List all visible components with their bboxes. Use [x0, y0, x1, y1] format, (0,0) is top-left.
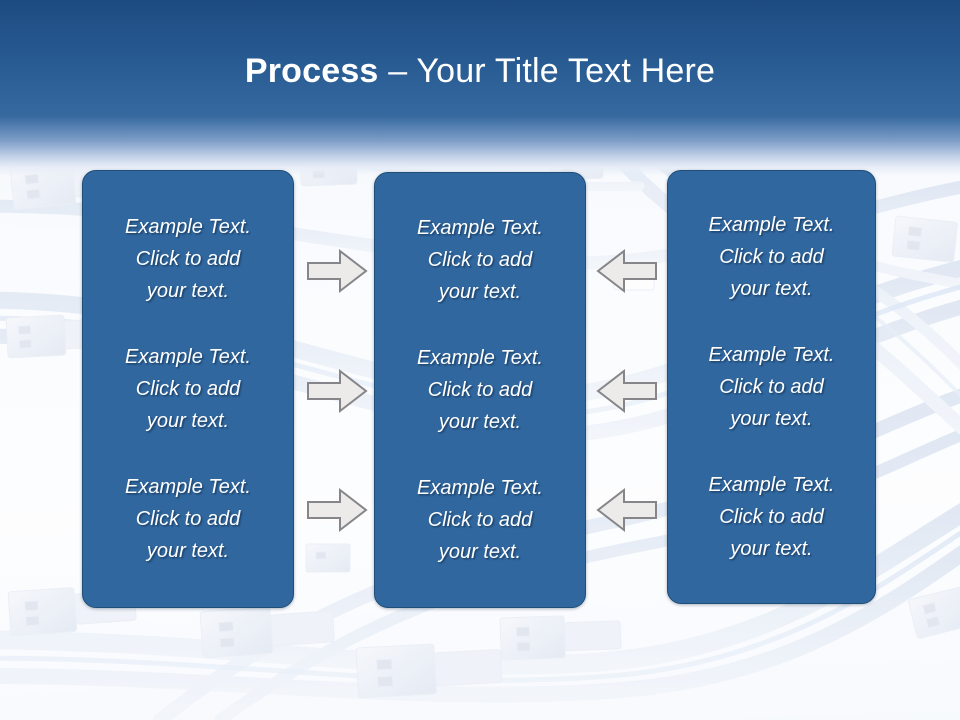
process-text-block[interactable]: Example Text. Click to add your text. [417, 477, 543, 563]
arrow-right-icon[interactable] [306, 248, 368, 294]
page-title-bold: Process [244, 52, 379, 90]
process-text-block[interactable]: Example Text. Click to add your text. [417, 347, 543, 433]
process-box-right[interactable]: Example Text. Click to add your text. Ex… [667, 170, 876, 604]
page-title: Process – Your Title Text Here [0, 50, 960, 92]
process-box-left[interactable]: Example Text. Click to add your text. Ex… [82, 170, 294, 608]
process-text-block[interactable]: Example Text. Click to add your text. [125, 476, 251, 562]
process-text-block[interactable]: Example Text. Click to add your text. [708, 214, 835, 300]
process-text-block[interactable]: Example Text. Click to add your text. [708, 474, 835, 560]
arrow-left-icon[interactable] [596, 248, 658, 294]
process-text-block[interactable]: Example Text. Click to add your text. [417, 217, 543, 303]
process-text-block[interactable]: Example Text. Click to add your text. [708, 344, 835, 430]
page-title-rest: – Your Title Text Here [378, 52, 716, 90]
arrow-right-icon[interactable] [306, 368, 368, 414]
process-text-block[interactable]: Example Text. Click to add your text. [125, 216, 251, 302]
process-box-middle[interactable]: Example Text. Click to add your text. Ex… [374, 172, 586, 608]
arrow-left-icon[interactable] [596, 487, 658, 533]
arrow-left-icon[interactable] [596, 368, 658, 414]
process-text-block[interactable]: Example Text. Click to add your text. [125, 346, 251, 432]
arrow-right-icon[interactable] [306, 487, 368, 533]
